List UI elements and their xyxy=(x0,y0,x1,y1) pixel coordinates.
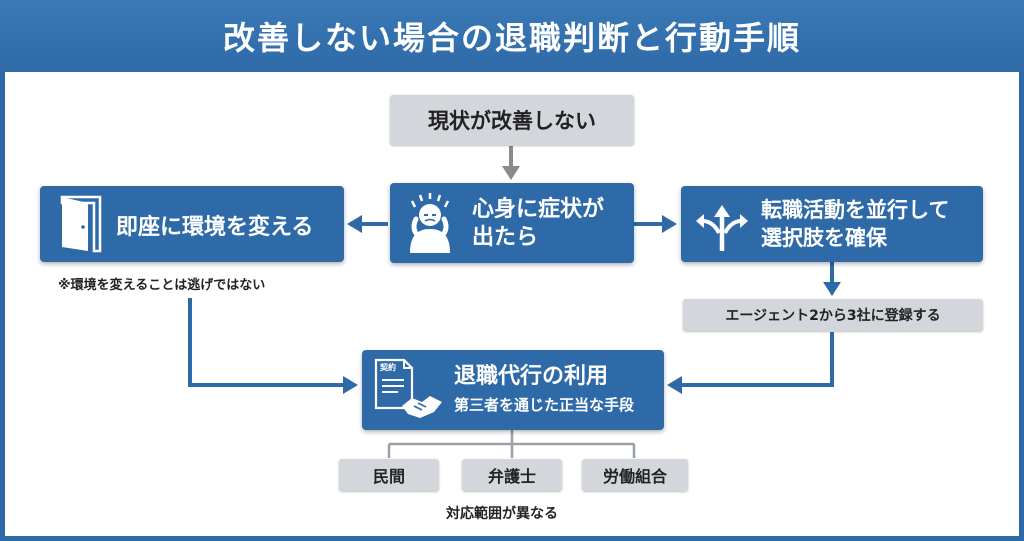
start-box: 現状が改善しない xyxy=(390,95,634,145)
symptom-line1: 心身に症状が xyxy=(472,197,605,222)
agent-note-label: エージェント2から3社に登録する xyxy=(725,308,941,324)
providers-note: 対応範囲が異なる xyxy=(446,506,558,522)
provider-union-label: 労働組合 xyxy=(602,467,667,486)
change-env-note: ※環境を変えることは逃げではない xyxy=(58,278,266,293)
title-banner: 改善しない場合の退職判断と行動手順 xyxy=(0,0,1024,72)
provider-lawyer: 弁護士 xyxy=(462,459,562,491)
path-change-to-agency xyxy=(188,298,345,387)
provider-lawyer-label: 弁護士 xyxy=(487,467,536,486)
provider-private-label: 民間 xyxy=(372,467,405,486)
symptom-text: 心身に症状が 出たら xyxy=(472,196,604,252)
job-hunt-line2: 選択肢を確保 xyxy=(761,226,887,250)
stressed-person-icon xyxy=(410,193,450,253)
job-hunt-line1: 転職活動を並行して xyxy=(761,198,950,222)
agency-subtitle: 第三者を通じた正当な手段 xyxy=(454,396,635,414)
diverging-arrows-icon xyxy=(696,205,748,251)
start-label: 現状が改善しない xyxy=(428,109,596,133)
arrow-symptom-to-change-head xyxy=(347,215,362,233)
arrow-start-to-symptom-head xyxy=(502,166,520,180)
path-note-to-agency xyxy=(680,332,834,387)
arrow-jobhunt-to-note-head xyxy=(823,282,841,296)
arrow-symptom-to-jobhunt-head xyxy=(662,215,677,233)
change-env-label: 即座に環境を変える xyxy=(116,215,314,240)
job-hunt-box: 転職活動を並行して 選択肢を確保 xyxy=(681,186,983,262)
symptom-box: 心身に症状が 出たら xyxy=(390,183,634,263)
door-icon xyxy=(60,195,102,253)
path-note-to-agency-head xyxy=(667,376,682,394)
provider-private: 民間 xyxy=(339,459,439,491)
symptom-line2: 出たら xyxy=(472,225,539,250)
agency-text: 退職代行の利用 第三者を通じた正当な手段 xyxy=(454,362,634,418)
agent-note-box: エージェント2から3社に登録する xyxy=(683,299,983,331)
page-title: 改善しない場合の退職判断と行動手順 xyxy=(222,19,801,57)
change-env-box: 即座に環境を変える xyxy=(40,186,344,262)
contract-handshake-icon xyxy=(374,358,442,418)
job-hunt-text: 転職活動を並行して 選択肢を確保 xyxy=(761,196,949,252)
provider-union: 労働組合 xyxy=(582,459,688,491)
agency-title: 退職代行の利用 xyxy=(454,364,609,389)
path-change-to-agency-head xyxy=(343,376,358,394)
contract-icon-label: 契約 xyxy=(380,363,396,372)
agency-box: 契約 退職代行の利用 第三者を通じた正当な手段 xyxy=(362,350,664,430)
